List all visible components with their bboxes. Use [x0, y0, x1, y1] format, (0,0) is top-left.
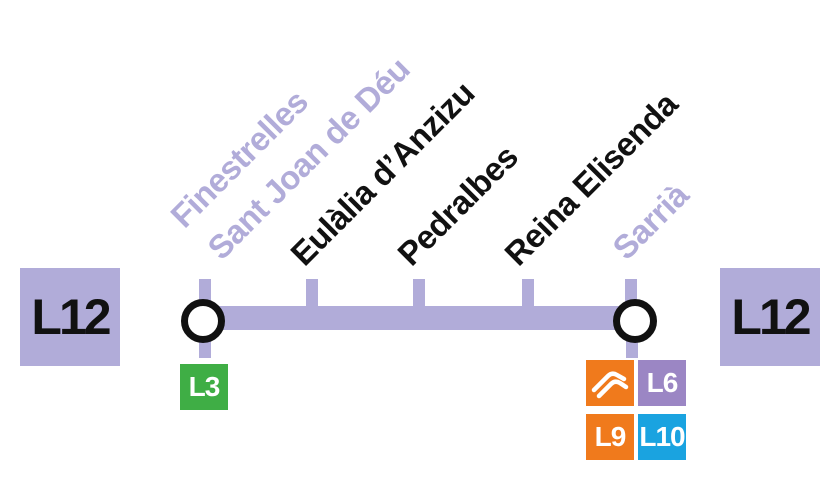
station-label-sarria: Sarrià: [605, 176, 696, 267]
connection-badge-l9: L9: [586, 414, 634, 460]
connection-badge-fgc: [586, 360, 634, 406]
fgc-logo-icon: [591, 371, 629, 399]
interchange-node-left: [181, 299, 225, 343]
interchange-node-right: [613, 299, 657, 343]
line-badge-right: L12: [720, 268, 820, 366]
line-track: [196, 306, 636, 330]
line-badge-left: L12: [20, 268, 120, 366]
station-tick-eulalia: [306, 279, 318, 309]
connection-badge-l3: L3: [180, 364, 228, 410]
connection-badge-l10: L10: [638, 414, 686, 460]
station-label-reina-elisenda: Reina Elisenda: [497, 85, 685, 273]
connection-badge-l6: L6: [638, 360, 686, 406]
station-tick-reina-elisenda: [522, 279, 534, 309]
station-tick-pedralbes: [413, 279, 425, 309]
